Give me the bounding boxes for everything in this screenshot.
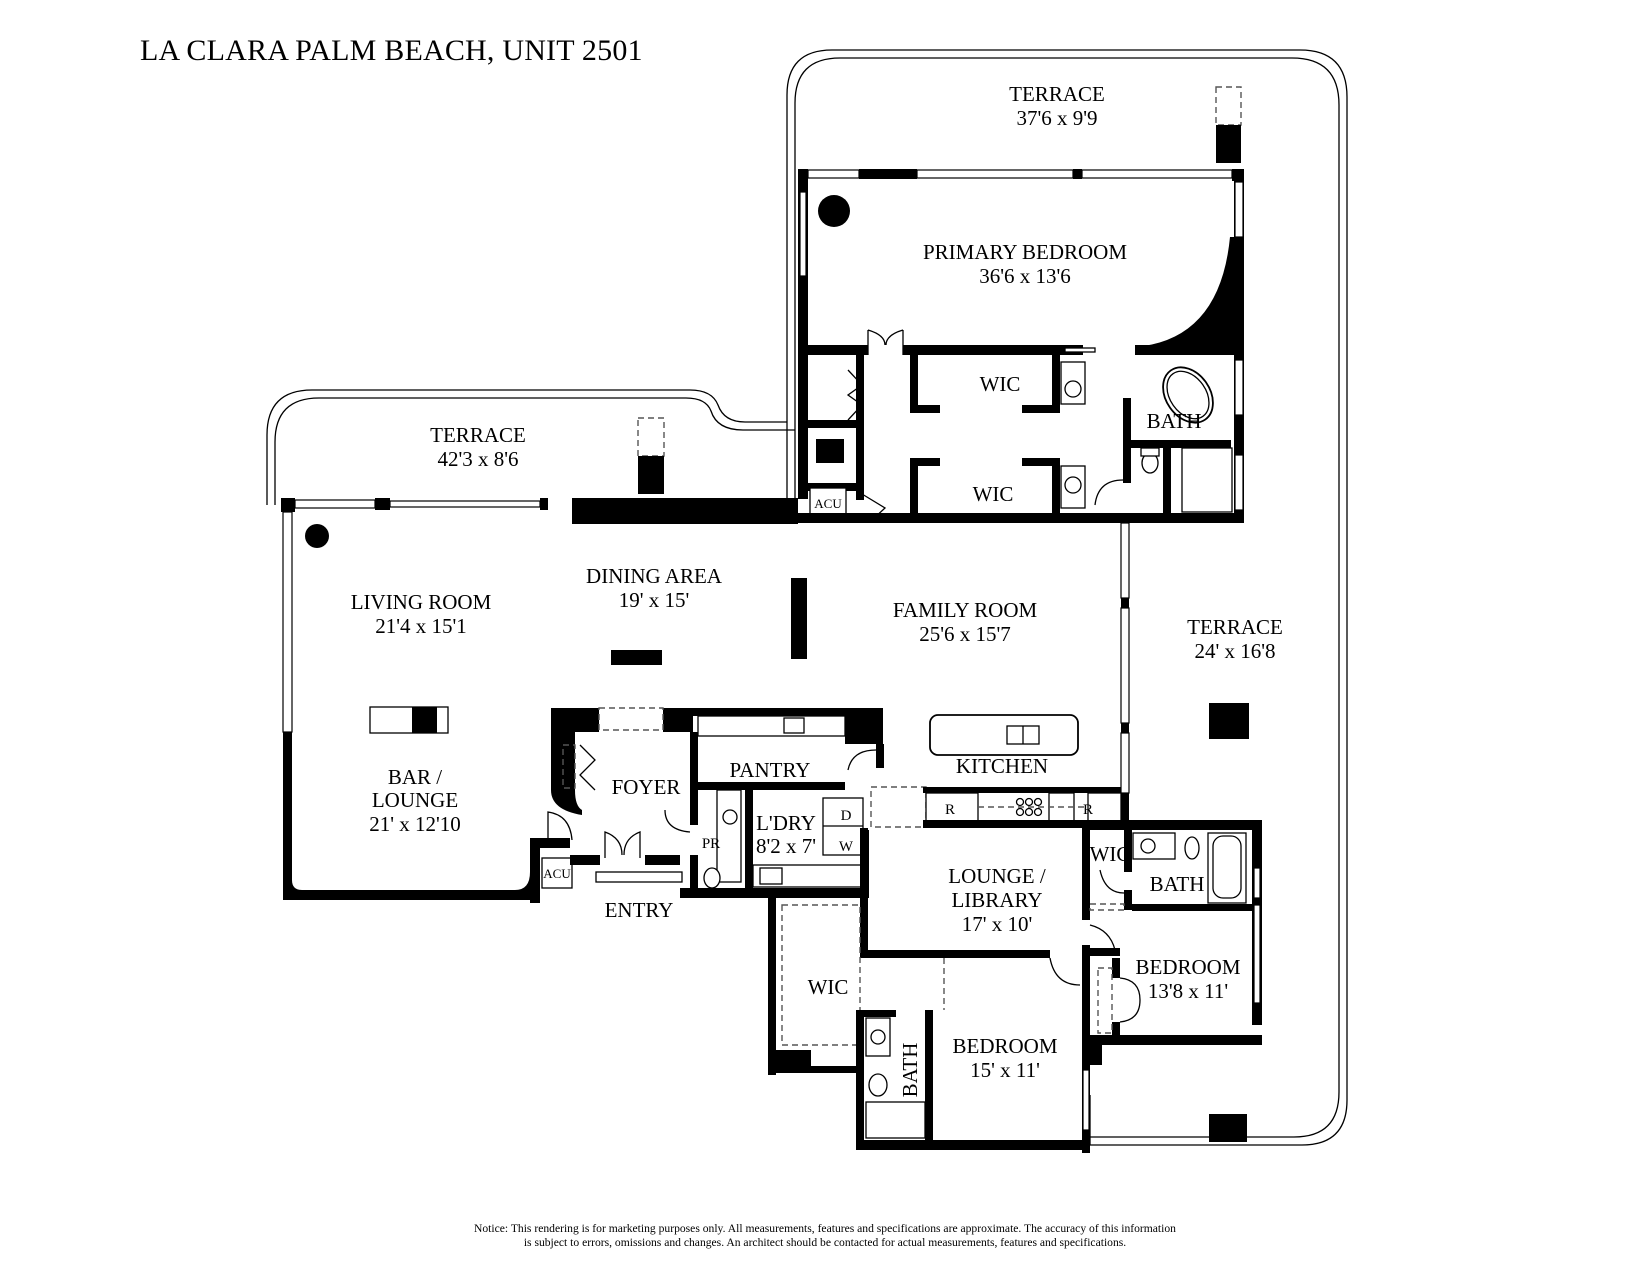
bar-lounge-line1: BAR /: [388, 765, 442, 789]
dining-area-name: DINING AREA: [586, 564, 723, 588]
bath-east-label: BATH: [1150, 872, 1205, 896]
main-living-walls: [281, 498, 1130, 900]
living-room-name: LIVING ROOM: [351, 590, 492, 614]
terrace-north-dims: 37'6 x 9'9: [1016, 106, 1097, 130]
entry-label: ENTRY: [605, 898, 674, 922]
lounge-library-dims: 17' x 10': [962, 912, 1033, 936]
acu-upper-label: ACU: [814, 496, 842, 511]
wic-south-label: WIC: [808, 975, 849, 999]
bedroom-south-name: BEDROOM: [952, 1034, 1057, 1058]
bedroom-south-dims: 15' x 11': [970, 1058, 1040, 1082]
wic-lower-label: WIC: [973, 482, 1014, 506]
terrace-east-name: TERRACE: [1187, 615, 1283, 639]
bar-lounge-dims: 21' x 12'10: [369, 812, 461, 836]
kitchen-fixtures: [870, 714, 1133, 828]
primary-bedroom-dims: 36'6 x 13'6: [979, 264, 1071, 288]
primary-bath-label: BATH: [1147, 409, 1202, 433]
bedroom-east-dims: 13'8 x 11': [1148, 979, 1228, 1003]
powder-room-label: PR: [702, 836, 720, 852]
washer-label: W: [839, 839, 854, 855]
terrace-west-name: TERRACE: [430, 423, 526, 447]
notice-line-1: Notice: This rendering is for marketing …: [474, 1222, 1176, 1235]
kitchen-label: KITCHEN: [956, 754, 1048, 778]
bath-south-label: BATH: [898, 1043, 922, 1098]
wic-east-label: WIC: [1090, 842, 1131, 866]
primary-bedroom-name: PRIMARY BEDROOM: [923, 240, 1127, 264]
dining-area-dims: 19' x 15': [619, 588, 690, 612]
terrace-outline-east: [786, 49, 1348, 1146]
east-wing-walls: [1082, 820, 1262, 1065]
range-left-label: R: [945, 802, 955, 818]
terrace-north-name: TERRACE: [1009, 82, 1105, 106]
bar-lounge-line2: LOUNGE: [372, 788, 458, 812]
laundry-name: L'DRY: [756, 811, 816, 835]
laundry-dims: 8'2 x 7': [756, 834, 816, 858]
lounge-library-line1: LOUNGE /: [948, 864, 1046, 888]
terrace-outline-west: [266, 389, 795, 505]
terrace-north-label: TERRACE 37'6 x 9'9: [1009, 82, 1105, 130]
acu-lower-label: ACU: [543, 866, 571, 881]
dryer-label: D: [841, 808, 852, 824]
notice-line-2: is subject to errors, omissions and chan…: [523, 1236, 1127, 1249]
primary-suite-walls: ACU: [798, 169, 1244, 523]
lounge-library-line2: LIBRARY: [951, 888, 1042, 912]
family-room-name: FAMILY ROOM: [893, 598, 1038, 622]
foyer-label: FOYER: [612, 775, 681, 799]
page-title: LA CLARA PALM BEACH, UNIT 2501: [140, 34, 643, 67]
terrace-east-dims: 24' x 16'8: [1194, 639, 1275, 663]
family-room-dims: 25'6 x 15'7: [919, 622, 1011, 646]
terrace-west-dims: 42'3 x 8'6: [437, 447, 518, 471]
pantry-label: PANTRY: [730, 758, 811, 782]
disclaimer-notice: Notice: This rendering is for marketing …: [0, 1222, 1650, 1250]
service-core-walls: ACU: [530, 707, 884, 903]
wic-upper-label: WIC: [980, 372, 1021, 396]
bedroom-east-name: BEDROOM: [1135, 955, 1240, 979]
living-room-dims: 21'4 x 15'1: [375, 614, 467, 638]
range-right-label: R: [1083, 802, 1093, 818]
